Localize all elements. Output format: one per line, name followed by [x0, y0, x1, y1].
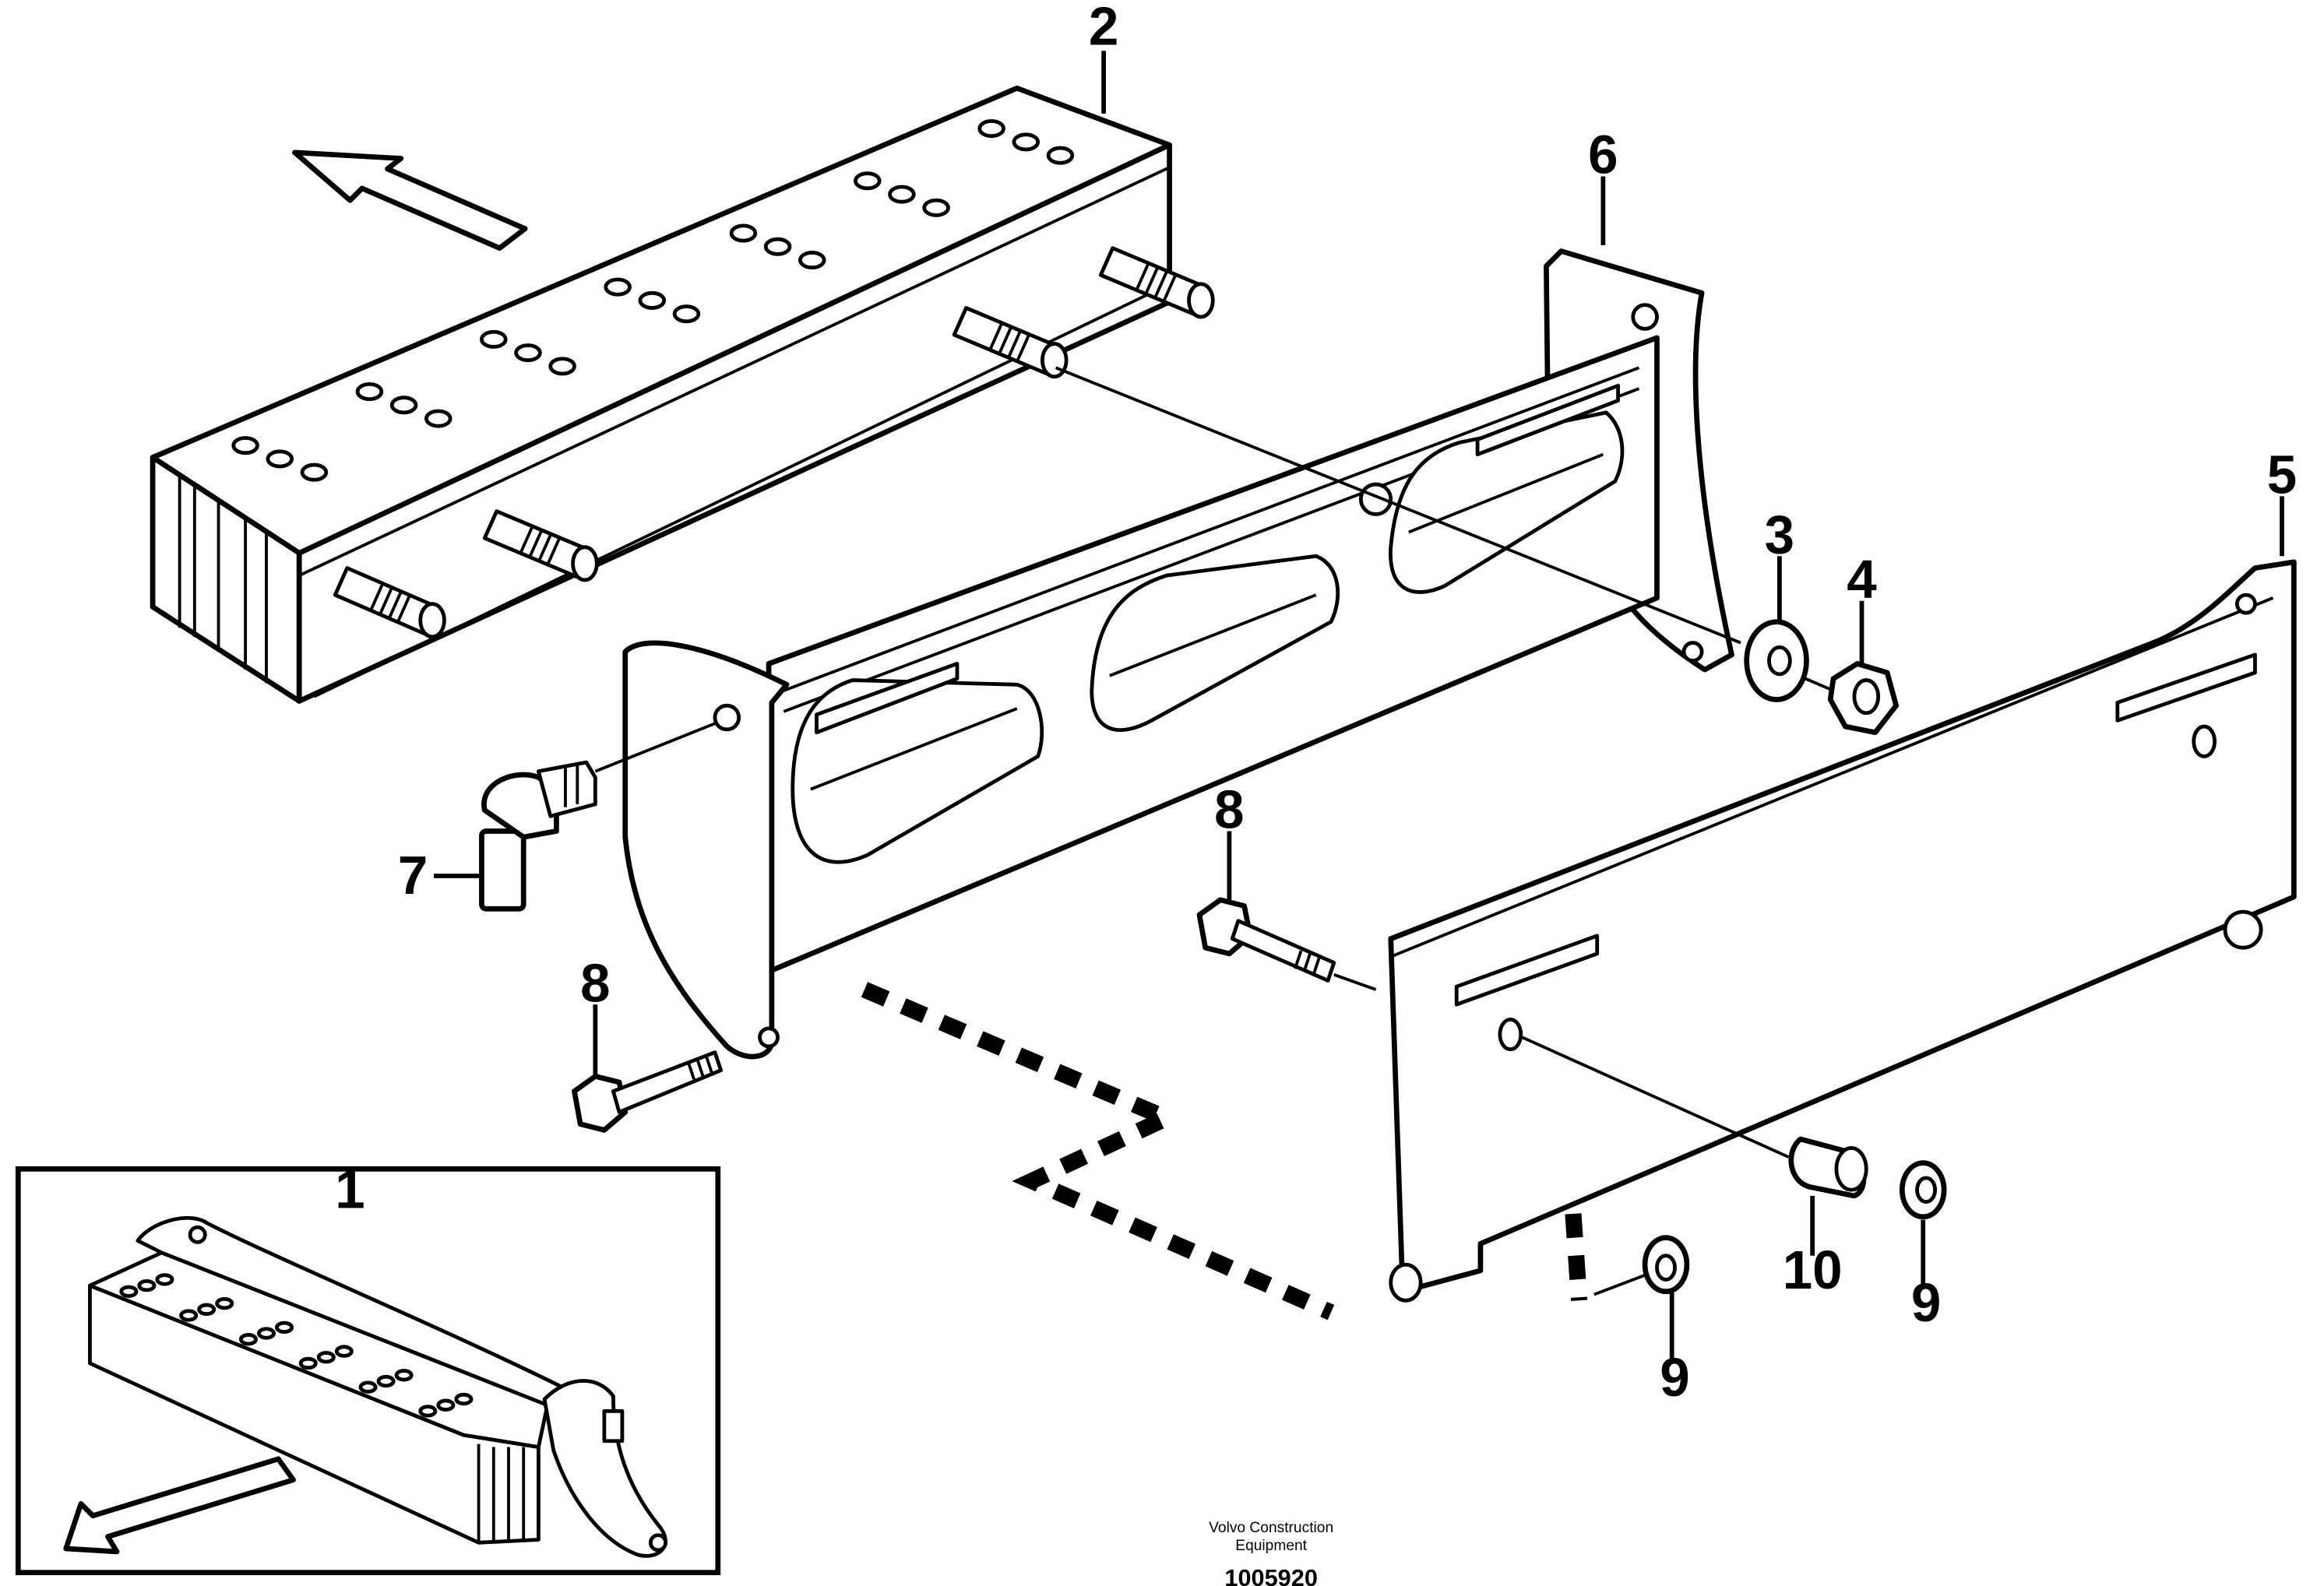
direction-arrow-icon — [292, 149, 528, 251]
manufacturer-line-2: Equipment — [1235, 1538, 1307, 1554]
document-number: 1005920 — [1224, 1564, 1318, 1586]
part-4-nut — [1827, 661, 1900, 736]
callout-4: 4 — [1847, 549, 1877, 610]
block-hole-row — [231, 119, 1075, 482]
part-9-nut-lower — [1642, 1235, 1690, 1295]
callout-7: 7 — [398, 845, 428, 906]
callout-8-lower: 8 — [580, 952, 610, 1013]
part-9-nut-right — [1899, 1160, 1947, 1220]
stud-4 — [1098, 246, 1215, 319]
callout-6: 6 — [1588, 125, 1618, 185]
part-10-sleeve — [1788, 1136, 1868, 1199]
callout-1: 1 — [335, 1159, 364, 1219]
callout-8-upper: 8 — [1214, 779, 1244, 840]
part-8-bolt-upper — [1196, 897, 1336, 983]
assembly-guide-line — [861, 982, 1335, 1320]
part-3-washer — [1744, 619, 1809, 702]
part-6-bracket — [622, 248, 1734, 1060]
part-7-connector — [479, 760, 597, 912]
part-2-block — [150, 85, 1215, 704]
inset-direction-arrow-icon — [63, 1456, 296, 1555]
assembly-lines — [594, 366, 1834, 1296]
assembly-guide-line-short — [1565, 1213, 1588, 1302]
callout-2: 2 — [1089, 0, 1118, 57]
callout-3: 3 — [1765, 504, 1794, 564]
callout-9-right: 9 — [1911, 1272, 1941, 1333]
callout-5: 5 — [2267, 445, 2297, 505]
stud-2 — [482, 509, 599, 582]
stud-1 — [333, 566, 446, 639]
part-5-plate — [1388, 559, 2297, 1303]
manufacturer-line-1: Volvo Construction — [1209, 1520, 1333, 1536]
assembled-view-inset — [15, 1166, 721, 1576]
callout-9-lower: 9 — [1660, 1347, 1689, 1408]
callout-10: 10 — [1783, 1240, 1843, 1300]
